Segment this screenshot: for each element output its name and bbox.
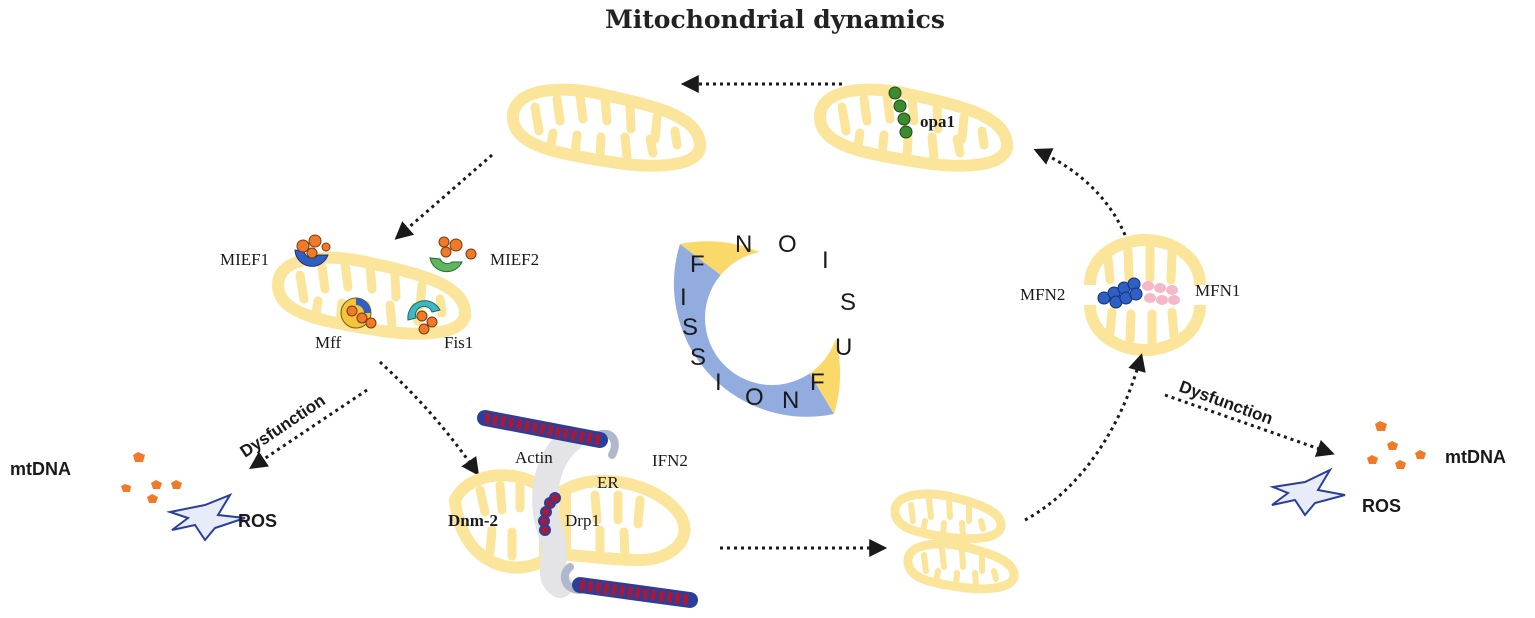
ring-letter-n2: N [782, 387, 799, 414]
actin-label: Actin [515, 448, 553, 467]
mitochondrion-top-left [513, 90, 700, 166]
ring-letter-u: U [835, 334, 852, 361]
mief1-complex [294, 234, 331, 267]
ring-letter-o2: O [745, 384, 764, 411]
ring-letter-s1: S [840, 289, 856, 316]
ring-letter-s3: S [690, 344, 706, 371]
ring-letter-f2: F [690, 251, 705, 278]
ring-letter-s2: S [682, 314, 698, 341]
ros-right-label: ROS [1362, 496, 1401, 516]
mitochondrion-small-1 [895, 494, 1001, 539]
ifn2-label: IFN2 [652, 451, 688, 470]
ring-letter-f1: F [810, 369, 825, 396]
ros-burst-right-icon [1269, 467, 1346, 517]
ring-letter-i3: I [715, 369, 722, 396]
arrow-to-drp1-mito [378, 360, 480, 476]
mitochondrion-small-2 [908, 544, 1014, 589]
dnm2-label: Dnm-2 [448, 511, 498, 530]
mff-label: Mff [315, 333, 341, 352]
arrow-dysfunction-left [249, 388, 368, 470]
mtdna-left-label: mtDNA [10, 459, 71, 479]
mief1-label: MIEF1 [220, 250, 269, 269]
diagram-title: Mitochondrial dynamics [605, 5, 945, 34]
mfn1-label: MFN1 [1195, 281, 1240, 300]
ring-letter-o1: O [778, 231, 797, 258]
mfn1-protein-cluster [1142, 281, 1180, 305]
drp1-ring [538, 492, 561, 536]
actin-filament-bottom [572, 577, 698, 608]
opa1-label: opa1 [920, 112, 955, 131]
mtdna-right-label: mtDNA [1445, 447, 1506, 467]
arrow-fusion-to-top [1033, 148, 1127, 236]
dysfunction-right-label: Dysfunction [1177, 377, 1276, 428]
mtdna-fragments-left [121, 452, 182, 503]
ring-letter-i1: I [822, 247, 829, 274]
fis1-complex [407, 300, 441, 335]
mitochondria-fusing [1084, 233, 1206, 357]
fis1-label: Fis1 [444, 333, 473, 352]
ring-letter-n1: N [735, 231, 752, 258]
mtdna-fragments-right [1367, 421, 1426, 469]
arrow-to-fusion [1024, 353, 1146, 522]
fission-fusion-ring: N O I S U F F I S S I O N [673, 231, 856, 417]
ring-letter-i2: I [680, 284, 687, 311]
opa1-protein-chain [888, 86, 913, 139]
mff-complex [340, 297, 377, 329]
arrow-to-fission-mito [394, 153, 493, 240]
mief2-label: MIEF2 [490, 250, 539, 269]
mfn2-protein-cluster [1097, 277, 1143, 309]
arrow-dysfunction-right [1164, 393, 1335, 457]
mfn2-label: MFN2 [1020, 285, 1065, 304]
ros-burst-left-icon [166, 492, 246, 542]
ros-left-label: ROS [238, 511, 277, 531]
mief2-complex [429, 236, 477, 273]
actin-filament-top [477, 410, 608, 448]
drp1-label: Drp1 [565, 511, 600, 530]
mitochondrion-top-right [820, 90, 1007, 166]
er-label: ER [597, 473, 619, 492]
